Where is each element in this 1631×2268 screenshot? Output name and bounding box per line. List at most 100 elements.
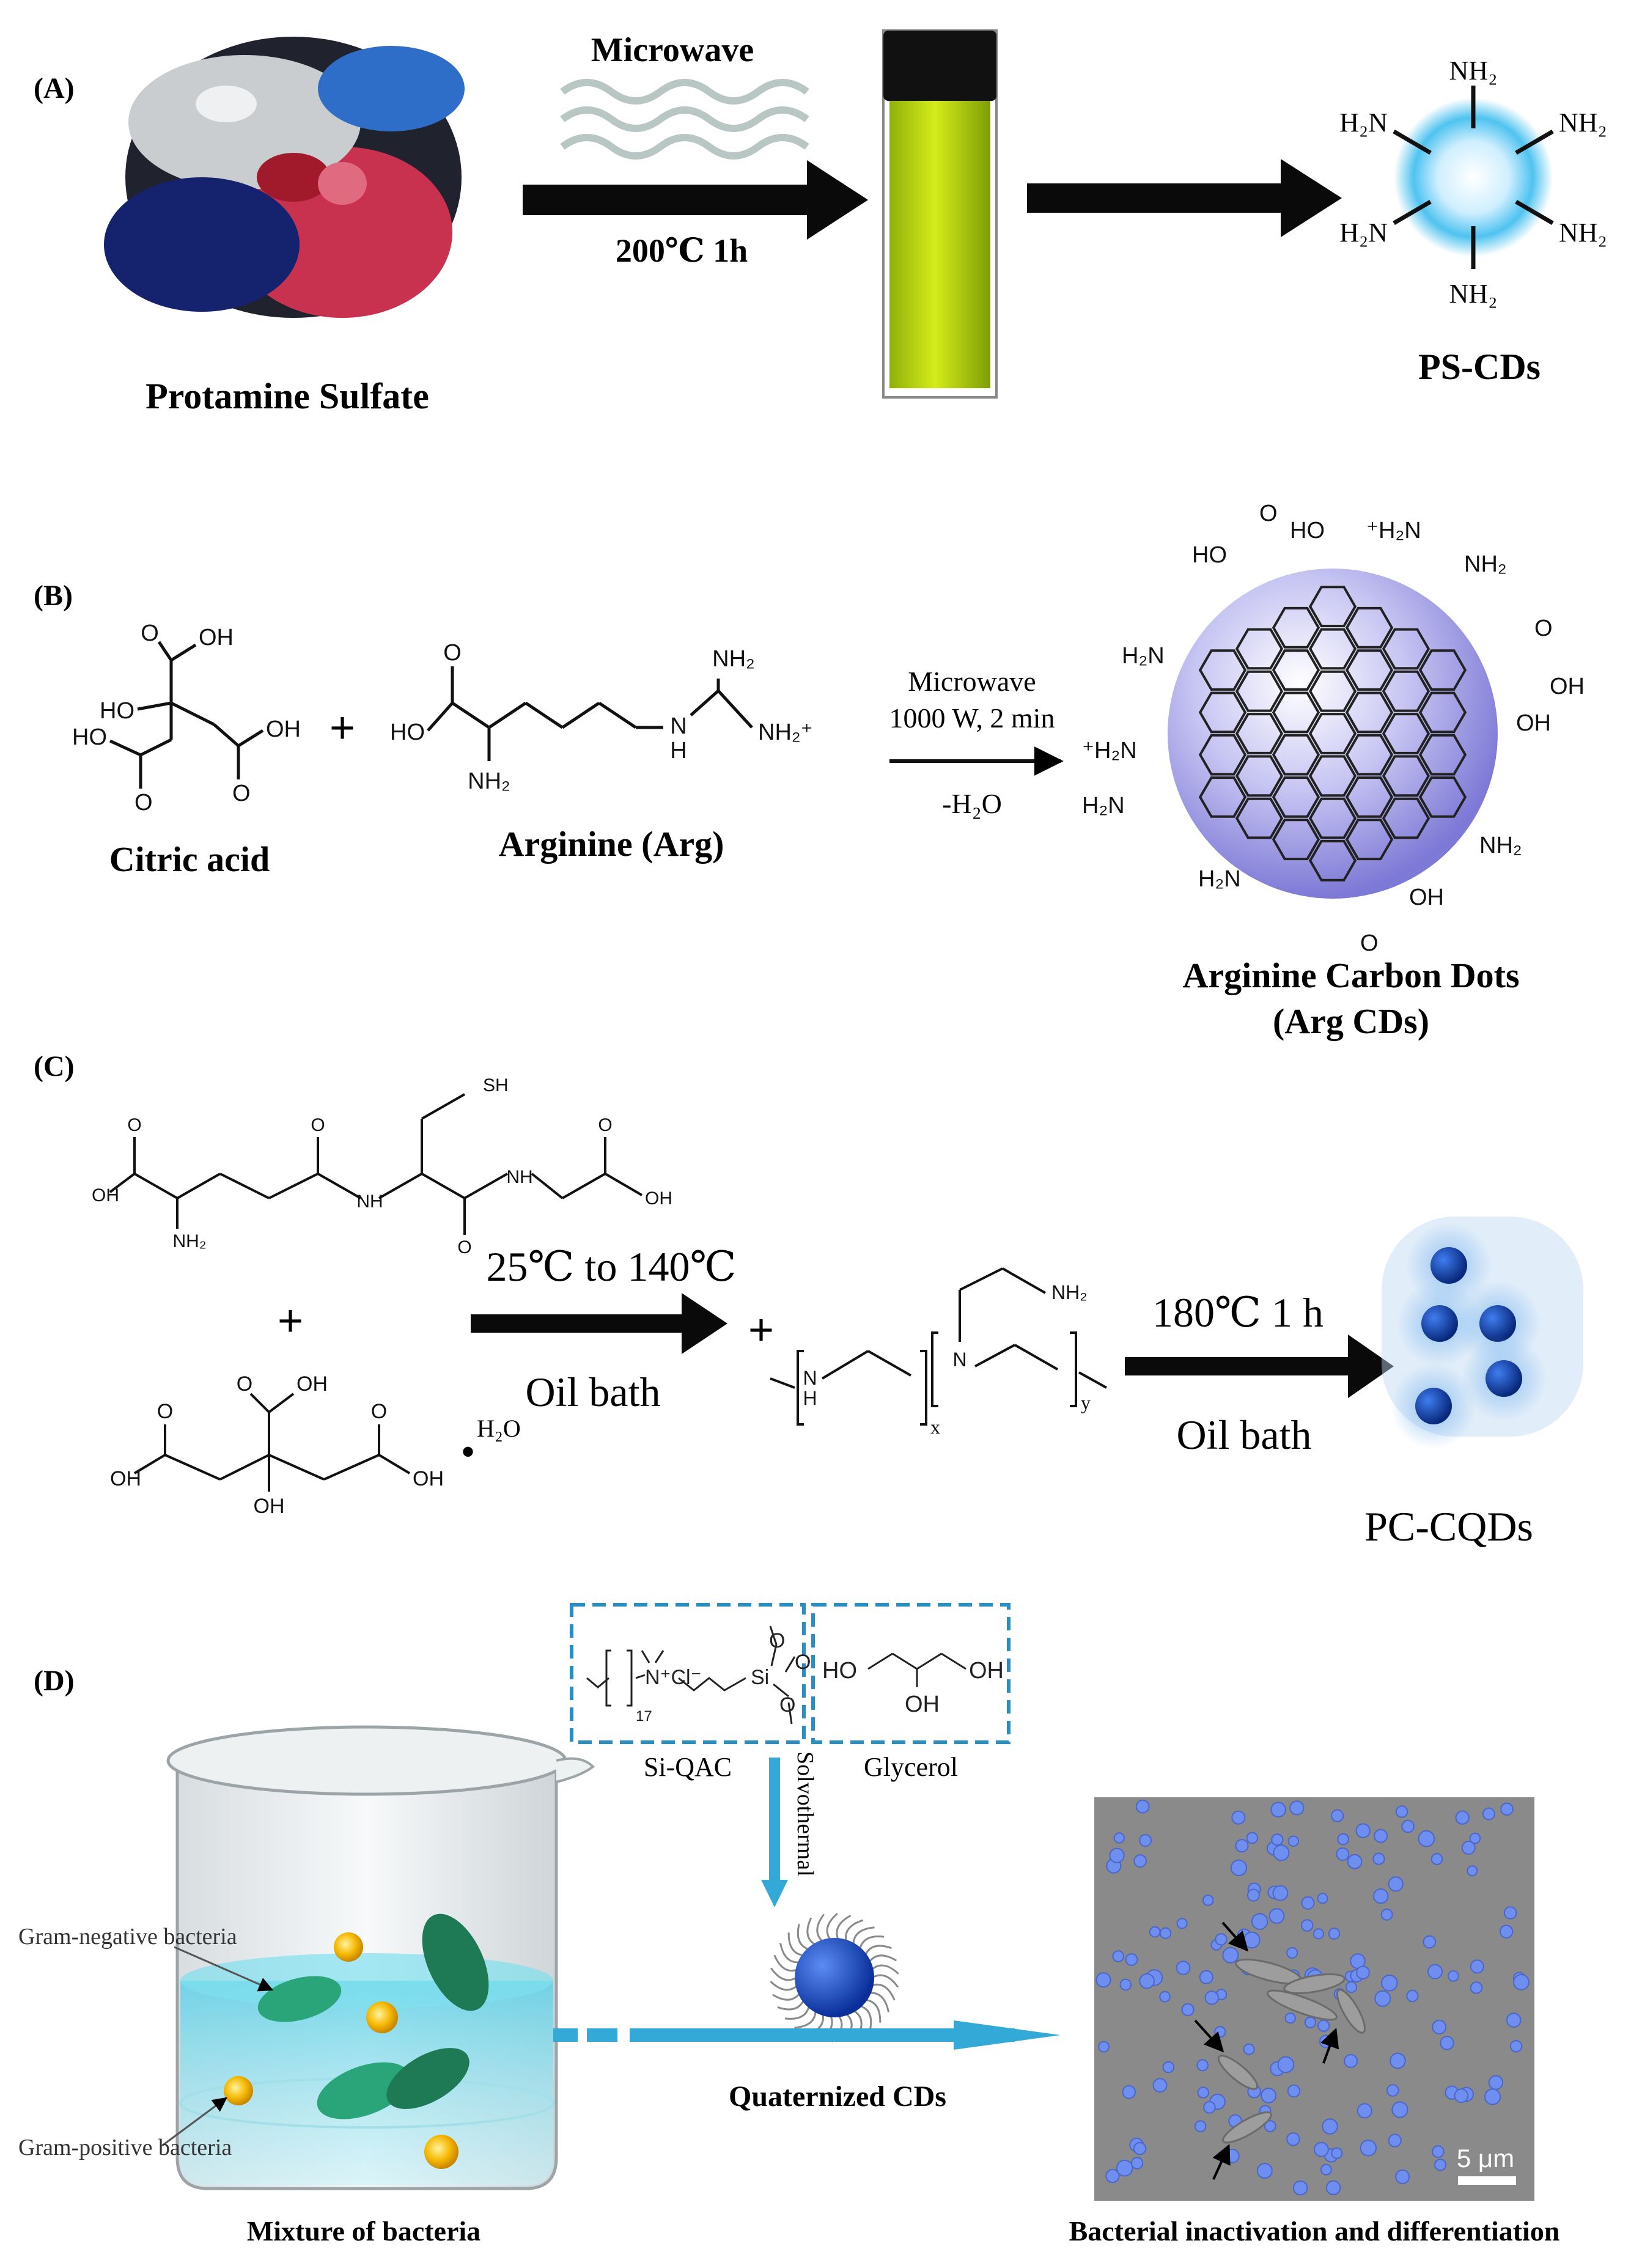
- graphitic-lattice: [1198, 586, 1467, 882]
- lattice-hexagon: [1272, 691, 1320, 734]
- atom-oh: OH: [110, 1467, 141, 1490]
- coccus-bacterium: [224, 2076, 253, 2105]
- coccus-cell: [1314, 2141, 1329, 2157]
- microwave-condition: Microwave: [908, 666, 1036, 697]
- gram-negative-pointer: [174, 1946, 274, 1992]
- step2-temperature-label: 180℃ 1 h: [1152, 1289, 1324, 1336]
- coccus-cell: [1264, 2120, 1276, 2132]
- coccus-cell: [1328, 1927, 1341, 1940]
- coccus-cell: [1292, 2180, 1308, 2196]
- coccus-cell: [1113, 1832, 1125, 1844]
- beaker: [166, 1725, 595, 2190]
- alkyl-chain: [816, 1913, 825, 1943]
- atom-o: O: [157, 1400, 173, 1423]
- coccus-cell: [1418, 1830, 1435, 1847]
- lattice-hexagon: [1198, 734, 1247, 776]
- coccus-cell: [1098, 2041, 1110, 2053]
- alkyl-chain: [772, 1992, 801, 2001]
- lattice-hexagon: [1308, 713, 1357, 754]
- pointer-arrow: [1221, 1921, 1249, 1952]
- atom-o: O: [795, 1651, 811, 1674]
- lattice-hexagon: [1198, 649, 1247, 691]
- carbon-dot: [1421, 1305, 1458, 1342]
- atom-h: H: [670, 738, 687, 764]
- atom-oh: OH: [1516, 710, 1551, 736]
- panel-a-label: (A): [34, 72, 75, 105]
- panel-c-label: (C): [34, 1050, 75, 1083]
- lattice-hexagon: [1308, 797, 1357, 839]
- temperature-time-label: 200℃ 1h: [616, 232, 748, 269]
- atom-o: O: [134, 790, 153, 816]
- lattice-hexagon: [1345, 691, 1394, 734]
- atom-nh2: NH₂: [1479, 833, 1522, 858]
- step1-oil-bath-label: Oil bath: [526, 1369, 661, 1415]
- coccus-cell: [1388, 1876, 1404, 1892]
- coccus-cell: [1231, 1810, 1246, 1825]
- rod-cells: [1217, 1958, 1366, 2144]
- atom-n: N: [803, 1367, 817, 1389]
- coccus-cell: [1202, 1894, 1214, 1906]
- panel-c: (C): [34, 1050, 1583, 1550]
- atom-nh2-plus: NH₂⁺: [758, 720, 813, 745]
- scale-bar-label: 5 μm: [1457, 2144, 1514, 2173]
- alkyl-chain: [797, 1923, 810, 1951]
- panel-b: (B) O OH HO HO O: [34, 501, 1585, 1041]
- coccus-cell: [1246, 1832, 1259, 1844]
- atom-o: O: [311, 1115, 325, 1135]
- coccus-cell: [1204, 1990, 1219, 2005]
- lattice-hexagon: [1235, 628, 1284, 670]
- si-qac-caption: Si-QAC: [644, 1752, 732, 1782]
- coccus-cell: [1256, 2163, 1273, 2179]
- coccus-bacterium: [334, 1932, 363, 1962]
- coccus-cell: [1509, 2040, 1523, 2053]
- atom-oh: OH: [266, 716, 301, 742]
- coccus-cell: [1152, 2078, 1168, 2093]
- atom-h2n: H₂N: [1198, 866, 1241, 892]
- plus-sign-c1: +: [278, 1297, 303, 1346]
- coccus-cell: [1125, 1953, 1138, 1966]
- atom-plus-h2n: ⁺H₂N: [1082, 738, 1137, 764]
- atom-nh2: NH₂: [712, 646, 755, 672]
- atom-o: O: [237, 1372, 252, 1396]
- atom-h2n: H₂N: [1082, 793, 1125, 819]
- atom-sh: SH: [483, 1075, 509, 1095]
- panel-a: (A) Protamine Sulfate Microwave 200℃ 1h: [34, 29, 1607, 416]
- rod-bacterium: [257, 1913, 489, 2119]
- coccus-cell: [1356, 1965, 1370, 1980]
- coccus-cell: [1284, 2012, 1296, 2024]
- atom-oh: OH: [905, 1692, 940, 1717]
- coccus-cell: [1287, 1835, 1300, 1847]
- lattice-hexagon: [1272, 776, 1320, 818]
- quaternized-cds-arrow: [553, 2020, 1061, 2050]
- atom-oh: OH: [413, 1467, 444, 1490]
- panel-d: (D) Gram-negative bacteria Gram-positive…: [18, 1603, 1560, 2247]
- atom-oh: OH: [254, 1495, 285, 1518]
- atom-o: O: [769, 1629, 785, 1652]
- coccus-cell: [1105, 2168, 1120, 2184]
- atom-o: O: [1259, 501, 1278, 526]
- alkyl-chain: [868, 1954, 897, 1963]
- lattice-hexagon: [1272, 606, 1320, 649]
- alkyl-chain: [773, 1954, 798, 1972]
- panel-d-label: (D): [34, 1665, 75, 1697]
- coccus-cell: [1214, 2026, 1226, 2038]
- coccus-cell: [1336, 1847, 1350, 1861]
- quaternized-cds-label: Quaternized CDs: [729, 2080, 946, 2113]
- alkyl-chain: [871, 1964, 899, 1975]
- coccus-cell: [1317, 2019, 1330, 2032]
- coccus-cell: [1482, 1807, 1495, 1821]
- coccus-cell: [1095, 1972, 1111, 1988]
- coccus-cell: [1454, 2088, 1469, 2104]
- coccus-cell: [1139, 1834, 1152, 1847]
- microscopy-image: 5 μm: [1094, 1797, 1534, 2201]
- coccus-cell: [1199, 1970, 1213, 1984]
- glutathione-structure: O OH NH₂ O NH SH O NH O OH: [92, 1075, 672, 1257]
- lattice-hexagon: [1345, 734, 1394, 776]
- coccus-cell: [1448, 1970, 1459, 1982]
- atom-ho: HO: [72, 724, 107, 750]
- result-caption: Bacterial inactivation and differentiati…: [1069, 2215, 1560, 2247]
- alkyl-chain: [777, 1999, 805, 2011]
- atom-o: O: [127, 1115, 141, 1135]
- alkyl-chain: [864, 1998, 882, 2023]
- lattice-hexagon: [1418, 691, 1467, 734]
